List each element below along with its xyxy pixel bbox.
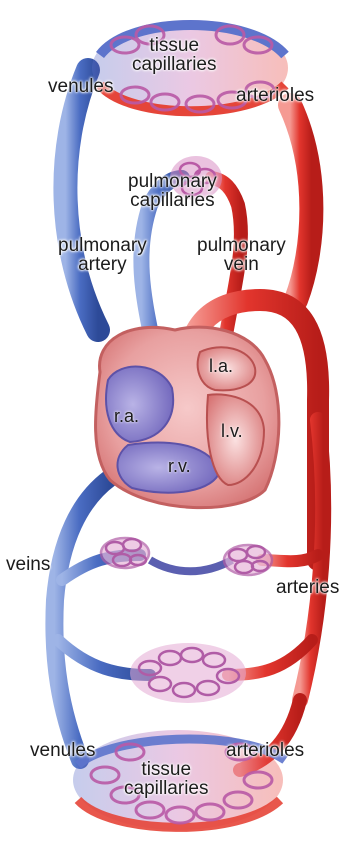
bottom-tissue-capillaries-label: tissue capillaries: [124, 760, 208, 798]
left-ventricle-label: l.v.: [221, 422, 243, 441]
bottom-arterioles-label: arterioles: [226, 741, 304, 760]
arteries-label: arteries: [276, 578, 339, 597]
right-atrium-label: r.a.: [114, 407, 139, 426]
upper-arteriole-trunk: [290, 105, 311, 300]
mid-capillary-bed-right: [224, 545, 272, 575]
top-tissue-capillaries-label: tissue capillaries: [132, 36, 216, 74]
left-atrium-label: l.a.: [209, 357, 233, 376]
veins-arteries-connector: [150, 560, 232, 571]
pulmonary-vein-label: pulmonary vein: [197, 236, 286, 274]
mid-capillary-bed-left: [101, 538, 149, 568]
vena-cava: [54, 478, 110, 760]
top-venules-label: venules: [48, 77, 114, 96]
upper-venule-trunk: [65, 70, 98, 330]
lower-capillary-bed: [130, 643, 246, 703]
top-arterioles-label: arterioles: [236, 86, 314, 105]
veins-label: veins: [6, 555, 50, 574]
pulmonary-capillaries-label: pulmonary capillaries: [128, 172, 217, 210]
pulmonary-artery-label: pulmonary artery: [58, 236, 147, 274]
right-ventricle-label: r.v.: [168, 457, 191, 476]
bottom-venules-label: venules: [30, 741, 96, 760]
